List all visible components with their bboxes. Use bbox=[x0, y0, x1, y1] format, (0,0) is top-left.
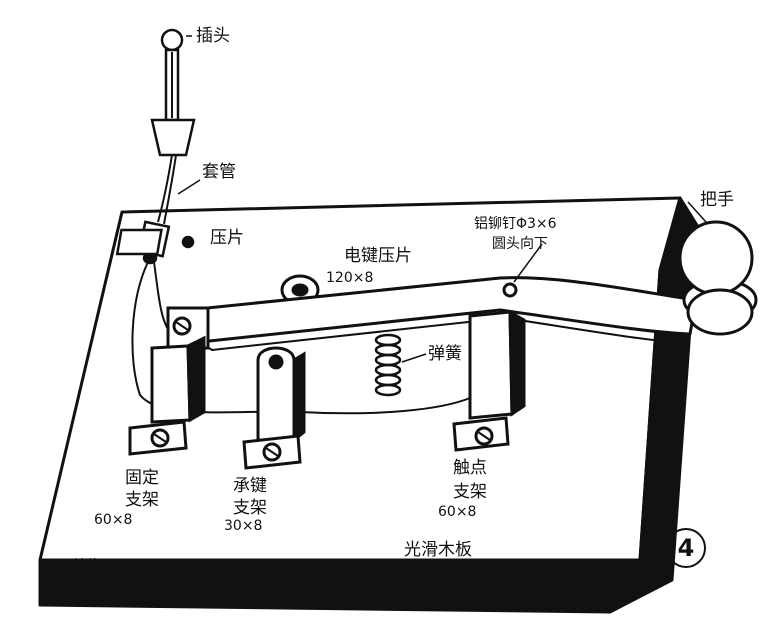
plug-cone bbox=[150, 118, 196, 157]
figure-number: 4 bbox=[666, 528, 706, 568]
rivet-label: 铝铆钉Φ3×6 bbox=[474, 216, 557, 232]
leader-lines bbox=[177, 35, 707, 283]
contact-bracket-label-2: 支架 bbox=[453, 482, 487, 502]
key-plate-label: 电键压片 bbox=[344, 246, 412, 266]
contact-bracket-label-1: 触点 bbox=[453, 458, 487, 478]
bearing-bracket bbox=[242, 346, 306, 470]
board-label: 光滑木板 bbox=[404, 540, 472, 560]
rivet bbox=[502, 282, 518, 298]
clamp-label: 压片 bbox=[210, 228, 244, 248]
plug bbox=[150, 28, 196, 157]
handle-label: 把手 bbox=[700, 190, 734, 210]
board-size: 120×80×10 bbox=[408, 562, 494, 578]
fixed-bracket bbox=[128, 306, 210, 456]
contact-bracket bbox=[452, 309, 526, 452]
fixed-bracket-size: 60×8 bbox=[94, 512, 133, 528]
plug-label: 插头 bbox=[196, 26, 230, 46]
plug-tip bbox=[160, 28, 184, 52]
washer bbox=[280, 274, 320, 306]
contact-bracket-size: 60×8 bbox=[438, 504, 477, 520]
key-plate-size: 120×8 bbox=[326, 270, 374, 286]
clamp-plate bbox=[115, 228, 195, 256]
bearing-bracket-label-1: 承键 bbox=[233, 476, 267, 496]
bearing-bracket-label-2: 支架 bbox=[233, 498, 267, 518]
unit-label: 单位：mm bbox=[72, 558, 142, 574]
bearing-bracket-size: 30×8 bbox=[224, 518, 263, 534]
handle-knob bbox=[678, 220, 758, 336]
spring bbox=[374, 333, 402, 397]
fixed-bracket-label-1: 固定 bbox=[125, 468, 159, 488]
spring-label: 弹簧 bbox=[428, 344, 462, 364]
fixed-bracket-label-2: 支架 bbox=[125, 490, 159, 510]
sleeve-label: 套管 bbox=[202, 162, 236, 182]
rivet-note: 圆头向下 bbox=[492, 236, 548, 252]
